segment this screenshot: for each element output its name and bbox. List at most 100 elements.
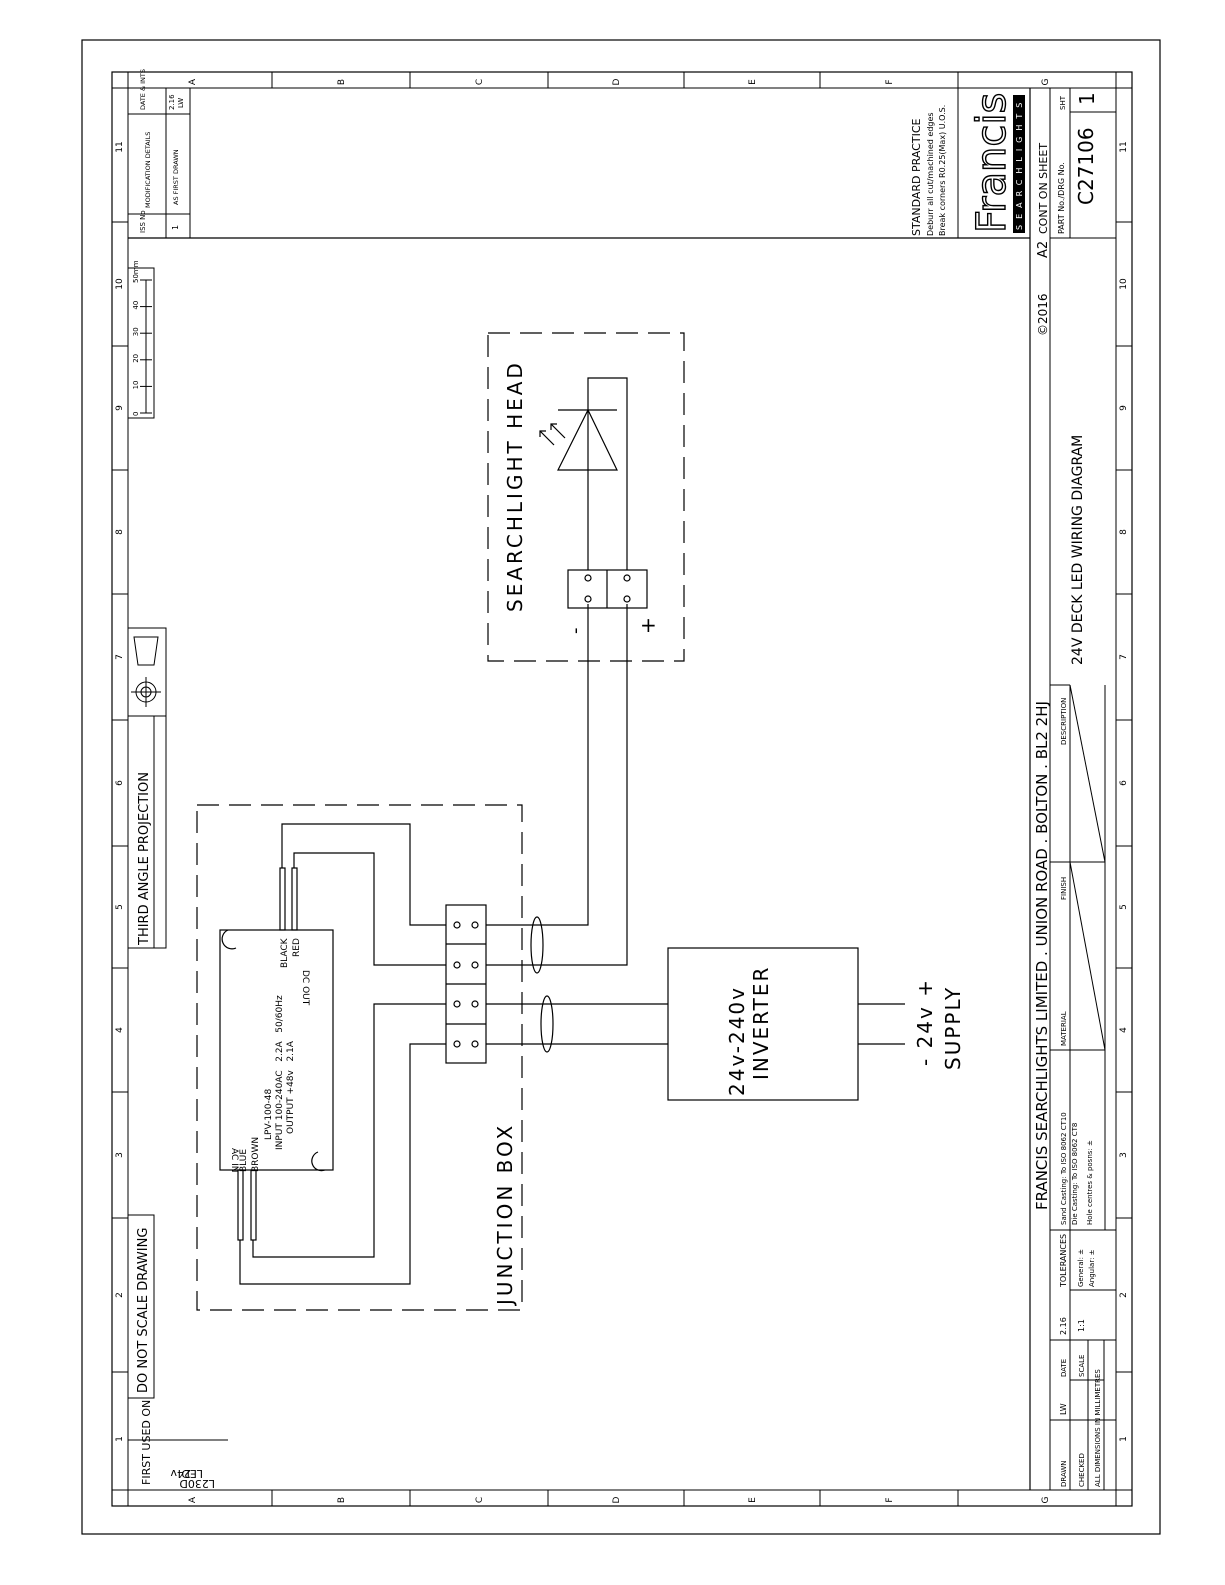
scale-bar-label: 50mm <box>132 260 140 283</box>
mod-detail-label: MODIFICATION DETAILS <box>144 132 152 208</box>
finish-label: FINISH <box>1060 877 1068 900</box>
standard-practice-line-2: Break corners R0.25(Max) U.O.S. <box>938 105 947 236</box>
psu-dc-out: DC OUT <box>300 970 310 1006</box>
wire-brown: BROWN <box>251 1137 261 1172</box>
inverter-label-2: INVERTER <box>749 966 773 1080</box>
mod-date: 2.16 <box>168 94 176 110</box>
scale-bar-label: 10 <box>132 380 140 389</box>
sheet-number: 1 <box>1075 92 1099 105</box>
brand-logo: Francis <box>969 93 1015 233</box>
drawing-date: 2.16 <box>1059 1317 1068 1335</box>
inner-border <box>111 71 1133 1507</box>
head-minus-label: - <box>565 628 586 635</box>
grid-col-label: 3 <box>1119 1152 1129 1158</box>
led-light-rays-icon <box>539 423 566 446</box>
grid-row-label: C <box>475 79 485 85</box>
description-label: DESCRIPTION <box>1060 698 1068 745</box>
tolerance-die: Die Casting: To ISO 8062 CT8 <box>1071 1123 1079 1225</box>
grid-row-label: E <box>748 79 758 85</box>
psu-model: LPV-100-48 <box>264 1089 274 1140</box>
standard-practice-title: STANDARD PRACTICE <box>910 119 923 236</box>
copyright: ©2016 <box>1036 293 1050 336</box>
grid-col-label: 6 <box>1119 780 1129 786</box>
grid-col-label: 11 <box>1119 141 1129 152</box>
first-used-value-3: 24v <box>170 1467 191 1480</box>
first-used-value-1: L230D <box>179 1477 215 1490</box>
cable-gland-icon <box>530 916 544 974</box>
grid-col-label: 11 <box>115 141 125 152</box>
grid-col-label: 4 <box>1119 1027 1129 1033</box>
grid-col-label: 9 <box>1119 405 1129 411</box>
checked-label: CHECKED <box>1078 1453 1086 1487</box>
grid-col-label: 6 <box>115 780 125 786</box>
scale-bar-label: 40 <box>132 301 140 310</box>
grid-col-label: 4 <box>115 1027 125 1033</box>
tolerance-general: General: ± <box>1077 1249 1085 1287</box>
dimensions-note: ALL DIMENSIONS IN MILLIMETRES <box>1094 1369 1102 1487</box>
drawn-by: LW <box>1059 1403 1068 1415</box>
part-no-label: PART No./DRG No. <box>1057 162 1066 234</box>
scale-bar-label: 0 <box>132 412 140 416</box>
grid-row-label: F <box>885 79 895 84</box>
grid-col-label: 3 <box>115 1152 125 1158</box>
scale-value: 1:1 <box>1077 1319 1086 1332</box>
junction-box-label: JUNCTION BOX <box>493 1123 517 1307</box>
cable-gland-icon <box>540 995 554 1053</box>
mod-issue: 1 <box>171 225 180 230</box>
grid-row-label: C <box>475 1497 485 1503</box>
grid-row-label: B <box>337 79 347 85</box>
searchlight-head-enclosure <box>487 332 685 662</box>
scale-bar-label: 20 <box>132 354 140 363</box>
led-diode-icon <box>557 408 618 471</box>
standard-practice-line-1: Deburr all cut/machined edges <box>926 112 935 236</box>
wire-red: RED <box>292 938 302 957</box>
tolerance-angular: Angular: ± <box>1088 1249 1096 1287</box>
date-label: DATE <box>1060 1359 1068 1377</box>
grid-row-label: D <box>612 1496 622 1503</box>
grid-col-label: 8 <box>115 529 125 535</box>
psu-input: INPUT 100-240AC 2.2A 50/60Hz <box>275 995 285 1150</box>
grid-col-label: 5 <box>115 904 125 910</box>
do-not-scale-note: DO NOT SCALE DRAWING <box>136 1228 151 1393</box>
description: 24V DECK LED WIRING DIAGRAM <box>1070 435 1086 665</box>
wiring-diagram <box>196 332 905 1311</box>
terminal-screws <box>453 921 479 1048</box>
psu-mount-hole-icon <box>311 1151 326 1172</box>
grid-row-label: G <box>1041 1496 1051 1503</box>
psu-output: OUTPUT +48v 2.1A <box>286 1040 296 1134</box>
tolerance-sand: Sand Casting: To ISO 8062 CT10 <box>1060 1112 1068 1225</box>
supply-label-1: - 24v + <box>913 978 937 1066</box>
grid-col-label: 10 <box>115 278 125 290</box>
first-used-box: FIRST USED ON L230D LED 24v <box>128 1400 228 1490</box>
sheet-size: A2 <box>1036 241 1051 258</box>
tolerance-hole: Hole centres & posns: ± <box>1086 1140 1094 1225</box>
junction-box-enclosure <box>196 804 523 1311</box>
grid-row-label: E <box>748 1497 758 1503</box>
tolerances-label: TOLERANCES <box>1059 1234 1068 1288</box>
grid-col-label: 7 <box>115 654 125 660</box>
psu-ac-in: AC IN <box>229 1148 239 1173</box>
grid-col-label: 9 <box>115 405 125 411</box>
supply-label-2: SUPPLY <box>941 986 965 1070</box>
grid-col-label: 10 <box>1119 278 1129 290</box>
psu-mount-hole-icon <box>221 929 237 950</box>
grid-col-label: 8 <box>1119 529 1129 535</box>
grid-col-label: 2 <box>115 1292 125 1298</box>
modification-block: ISS No MODIFICATION DETAILS DATE & INTS … <box>128 69 1030 239</box>
power-supply-unit <box>219 929 334 1171</box>
scale-label: SCALE <box>1078 1355 1086 1377</box>
first-used-label: FIRST USED ON <box>140 1400 153 1485</box>
wire-blue: BLUE <box>239 1149 249 1172</box>
projection-symbol-icon <box>131 636 161 707</box>
brand-sub: SEARCHLIGHTS <box>1015 97 1024 230</box>
drawn-label: DRAWN <box>1060 1460 1068 1487</box>
sht-label: SHT <box>1059 95 1067 110</box>
grid-zone-ticks <box>112 72 1132 1506</box>
grid-row-label: F <box>885 1497 895 1502</box>
date-ints-label: DATE & INTS <box>139 69 147 110</box>
iss-label: ISS No <box>139 210 147 233</box>
head-plus-label: + <box>640 613 657 637</box>
do-not-scale-box: DO NOT SCALE DRAWING <box>127 1214 155 1399</box>
